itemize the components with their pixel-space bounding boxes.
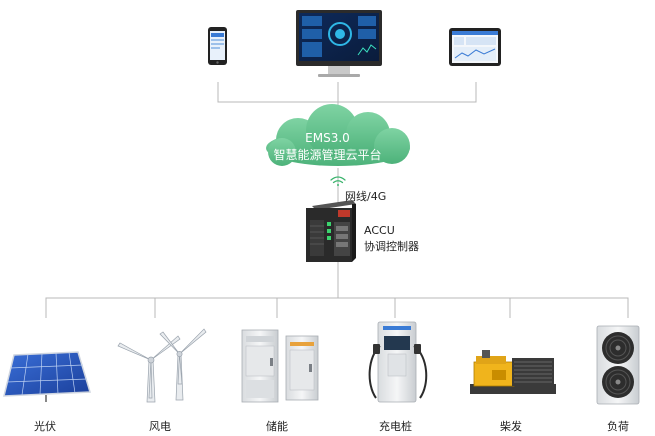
wifi-icon: [330, 176, 346, 186]
device-label-load: 负荷: [607, 420, 629, 433]
accu-controller-icon: [306, 200, 356, 262]
solar-panel-icon: [3, 351, 91, 402]
wind-turbine-icon: [117, 328, 207, 403]
link-label: 网线/4G: [345, 190, 387, 203]
cloud-subtitle: 智慧能源管理云平台: [273, 148, 382, 162]
cloud-title: EMS3.0: [305, 131, 350, 145]
device-label-wind: 风电: [149, 420, 171, 433]
controller-desc: 协调控制器: [364, 240, 419, 253]
smartphone-icon: [208, 27, 227, 65]
energy-storage-icon: [241, 329, 319, 403]
device-label-pv: 光伏: [34, 420, 56, 433]
device-label-storage: 储能: [266, 420, 288, 433]
tablet-icon: [449, 28, 501, 66]
monitor-icon: [296, 10, 382, 77]
diesel-generator-icon: [470, 350, 556, 394]
load-unit-icon: [596, 325, 640, 405]
cloud-icon: [266, 104, 410, 166]
device-label-diesel: 柴发: [500, 420, 522, 433]
ev-charger-icon: [368, 321, 428, 403]
device-label-charger: 充电桩: [379, 420, 412, 433]
client-connectors: [45, 82, 629, 318]
controller-name: ACCU: [364, 224, 395, 237]
